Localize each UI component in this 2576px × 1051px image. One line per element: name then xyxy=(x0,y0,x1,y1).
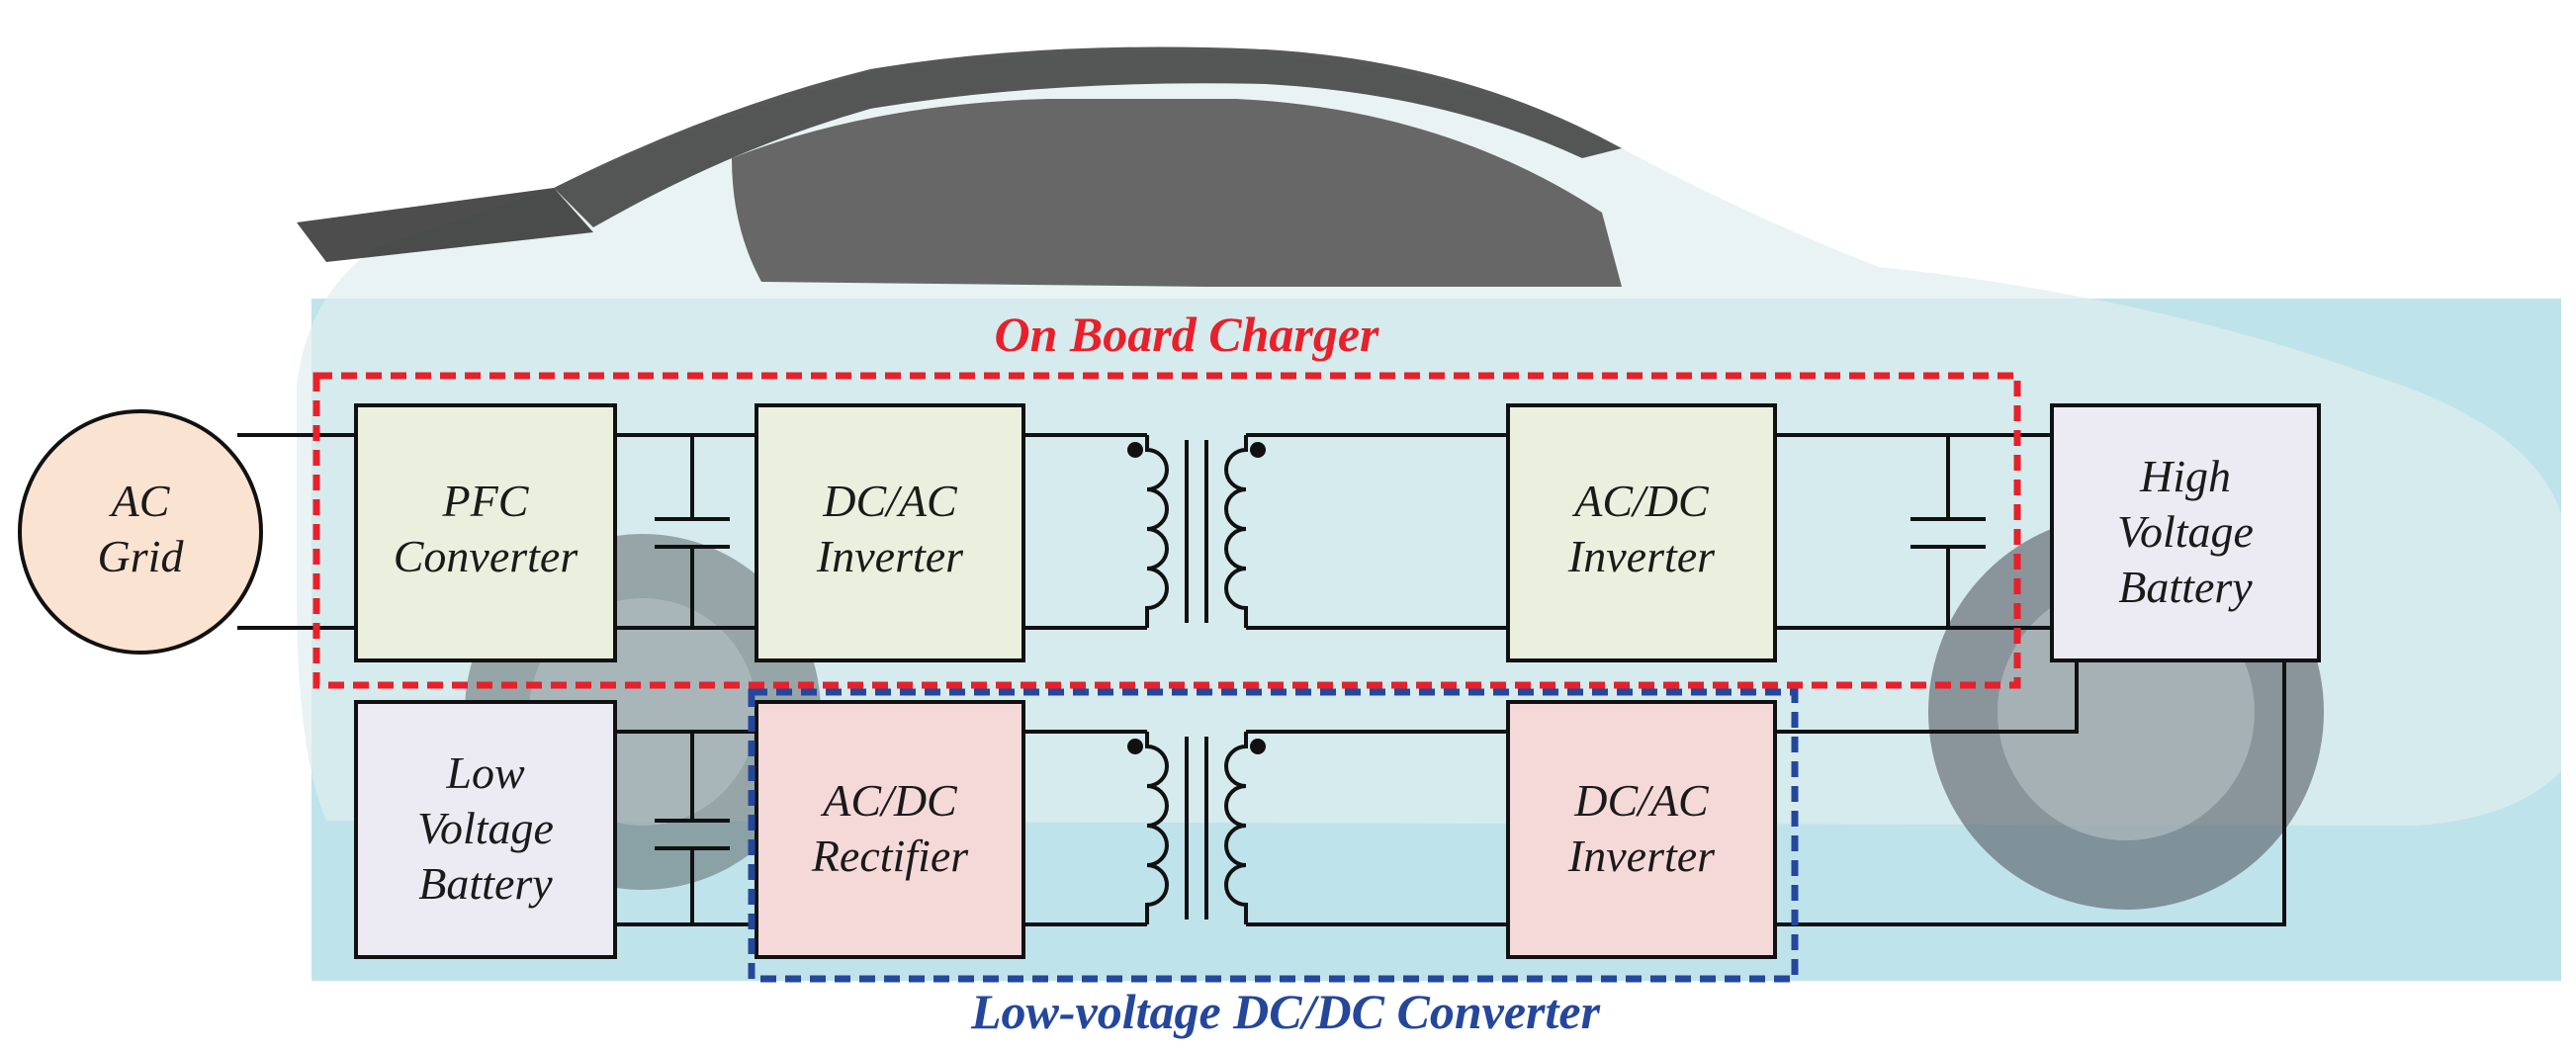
car-windows xyxy=(732,99,1622,287)
hv-label-2: Voltage xyxy=(2117,506,2254,557)
rect-label-1: AC/DC xyxy=(820,775,958,826)
dcac-inverter-bottom-block: DC/AC Inverter xyxy=(1506,700,1777,959)
on-board-charger-box xyxy=(312,372,2021,689)
wiring xyxy=(237,433,2286,926)
dcac-bottom-label-2: Inverter xyxy=(1567,831,1716,881)
rect-label-2: Rectifier xyxy=(811,831,969,881)
ldc-label: Low-voltage DC/DC Converter xyxy=(970,984,1601,1039)
acdc-top-label-1: AC/DC xyxy=(1571,476,1710,526)
ldc-box xyxy=(748,688,1799,983)
pfc-converter-block: PFC Converter xyxy=(354,403,617,662)
lv-label-3: Battery xyxy=(418,858,553,909)
ac-grid-block: AC Grid xyxy=(18,409,263,655)
on-board-charger-label: On Board Charger xyxy=(995,307,1380,362)
ac-grid-circle xyxy=(18,409,263,655)
car-roof xyxy=(554,46,1622,227)
acdc-inverter-top-block: AC/DC Inverter xyxy=(1506,403,1777,662)
hv-battery-block: High Voltage Battery xyxy=(2050,403,2321,662)
pfc-label-1: PFC xyxy=(442,476,530,526)
pfc-label-2: Converter xyxy=(394,531,579,581)
lv-label-2: Voltage xyxy=(417,803,554,853)
hv-label-1: High xyxy=(2139,451,2231,501)
dcac-top-label-1: DC/AC xyxy=(822,476,958,526)
dcac-bottom-label-1: DC/AC xyxy=(1573,775,1710,826)
hv-label-3: Battery xyxy=(2118,562,2253,612)
ac-grid-label-1: AC xyxy=(109,476,171,526)
dcac-top-label-2: Inverter xyxy=(816,531,964,581)
transformer-bottom xyxy=(1127,732,1266,924)
transformer-top xyxy=(1127,435,1266,628)
lv-label-1: Low xyxy=(445,747,525,798)
acdc-rectifier-block: AC/DC Rectifier xyxy=(755,700,1025,959)
lv-battery-block: Low Voltage Battery xyxy=(354,700,617,959)
ac-grid-label-2: Grid xyxy=(98,531,185,581)
car-spoiler xyxy=(297,188,593,262)
dcac-inverter-top-block: DC/AC Inverter xyxy=(755,403,1025,662)
acdc-top-label-2: Inverter xyxy=(1567,531,1716,581)
